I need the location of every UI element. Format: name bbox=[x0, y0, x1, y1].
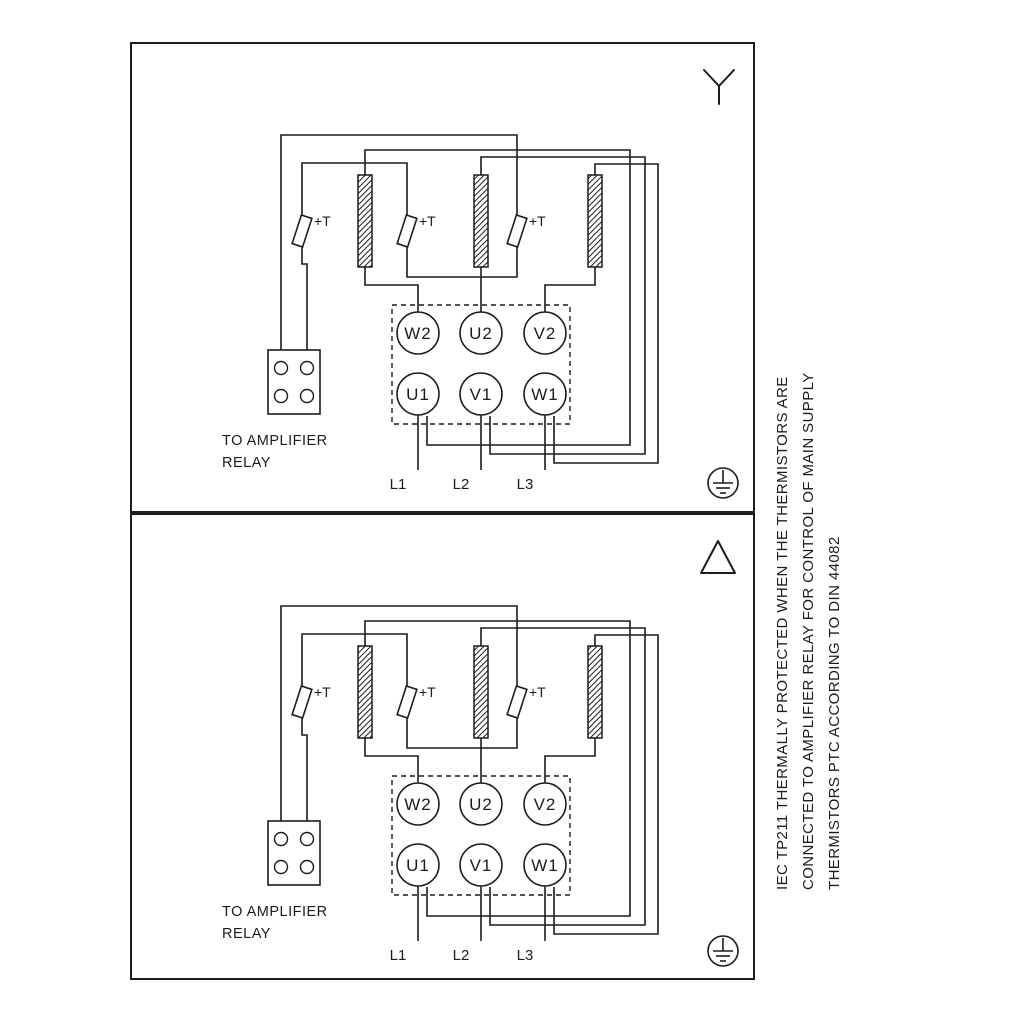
thermistor-symbol-1: +T bbox=[291, 207, 331, 255]
star-connection-icon bbox=[703, 69, 735, 105]
terminal-label-v1: V1 bbox=[470, 856, 493, 875]
terminal-u2 bbox=[459, 782, 503, 826]
thermistor-symbol-2: +T bbox=[396, 678, 436, 726]
motor-winding-3 bbox=[587, 174, 603, 268]
terminal-label-u2: U2 bbox=[469, 324, 493, 343]
delta-panel-diagram: +T +T +T TO bbox=[130, 513, 755, 980]
motor-winding-3 bbox=[587, 645, 603, 739]
terminal-block-outline bbox=[391, 775, 571, 896]
star-panel-diagram: +T +T +T TO bbox=[130, 42, 755, 513]
terminal-block bbox=[396, 782, 567, 887]
delta-connection-icon bbox=[700, 540, 736, 574]
terminal-block-outline bbox=[391, 304, 571, 425]
terminal-w2 bbox=[396, 311, 440, 355]
motor-winding-1 bbox=[357, 174, 373, 268]
relay-connector bbox=[267, 820, 321, 886]
relay-connector bbox=[267, 349, 321, 415]
note-line-3: THERMISTORS PTC ACCORDING TO DIN 44082 bbox=[826, 536, 843, 890]
earth-ground-icon bbox=[707, 935, 739, 967]
wiring bbox=[280, 134, 659, 470]
motor-windings bbox=[357, 174, 603, 268]
motor-winding-1 bbox=[357, 645, 373, 739]
note-line-2: CONNECTED TO AMPLIFIER RELAY FOR CONTROL… bbox=[800, 372, 817, 890]
thermistor-symbol-3: +T bbox=[506, 207, 546, 255]
phase-label-l2: L2 bbox=[453, 947, 470, 964]
terminal-v2 bbox=[523, 782, 567, 826]
terminal-v2 bbox=[523, 311, 567, 355]
thermistor-label: +T bbox=[314, 684, 331, 700]
terminal-label-w2: W2 bbox=[404, 324, 432, 343]
terminal-u1 bbox=[396, 372, 440, 416]
terminal-label-u1: U1 bbox=[406, 385, 430, 404]
motor-winding-2 bbox=[473, 645, 489, 739]
terminal-label-v1: V1 bbox=[470, 385, 493, 404]
phase-label-l2: L2 bbox=[453, 476, 470, 493]
thermistor-label: +T bbox=[529, 213, 546, 229]
terminal-v1 bbox=[459, 372, 503, 416]
star-connection-panel: +T +T +T TO bbox=[130, 42, 755, 518]
relay-caption-line2: RELAY bbox=[222, 926, 271, 942]
thermistors: +T +T +T bbox=[291, 678, 546, 726]
terminal-label-w1: W1 bbox=[531, 385, 559, 404]
terminal-label-u2: U2 bbox=[469, 795, 493, 814]
relay-caption-line1: TO AMPLIFIER bbox=[222, 433, 328, 449]
side-note: IEC TP211 THERMALLY PROTECTED WHEN THE T… bbox=[770, 370, 850, 890]
thermistor-label: +T bbox=[529, 684, 546, 700]
earth-ground-icon bbox=[707, 467, 739, 499]
terminal-label-w2: W2 bbox=[404, 795, 432, 814]
panel-border bbox=[130, 42, 755, 513]
phase-label-l3: L3 bbox=[517, 947, 534, 964]
motor-windings bbox=[357, 645, 603, 739]
thermistor-symbol-1: +T bbox=[291, 678, 331, 726]
terminal-u2 bbox=[459, 311, 503, 355]
phase-labels: L1 L2 L3 bbox=[390, 947, 534, 964]
terminal-label-u1: U1 bbox=[406, 856, 430, 875]
terminal-w1 bbox=[523, 372, 567, 416]
terminal-w1 bbox=[523, 843, 567, 887]
note-line-1: IEC TP211 THERMALLY PROTECTED WHEN THE T… bbox=[774, 376, 791, 890]
terminal-label-v2: V2 bbox=[534, 795, 557, 814]
thermistor-symbol-2: +T bbox=[396, 207, 436, 255]
terminal-v1 bbox=[459, 843, 503, 887]
panel-border bbox=[130, 513, 755, 980]
wiring bbox=[280, 605, 659, 941]
phase-label-l1: L1 bbox=[390, 476, 407, 493]
terminal-label-v2: V2 bbox=[534, 324, 557, 343]
phase-labels: L1 L2 L3 bbox=[390, 476, 534, 493]
terminal-u1 bbox=[396, 843, 440, 887]
relay-caption-line2: RELAY bbox=[222, 455, 271, 471]
thermistor-label: +T bbox=[314, 213, 331, 229]
terminal-w2 bbox=[396, 782, 440, 826]
relay-caption-line1: TO AMPLIFIER bbox=[222, 904, 328, 920]
terminal-block bbox=[396, 311, 567, 416]
thermistor-label: +T bbox=[419, 684, 436, 700]
motor-winding-2 bbox=[473, 174, 489, 268]
thermistor-symbol-3: +T bbox=[506, 678, 546, 726]
phase-label-l3: L3 bbox=[517, 476, 534, 493]
terminal-labels: W2 U2 V2 U1 V1 W1 bbox=[404, 324, 559, 404]
thermistor-label: +T bbox=[419, 213, 436, 229]
phase-label-l1: L1 bbox=[390, 947, 407, 964]
terminal-labels: W2 U2 V2 U1 V1 W1 bbox=[404, 795, 559, 875]
thermistors: +T +T +T bbox=[291, 207, 546, 255]
terminal-label-w1: W1 bbox=[531, 856, 559, 875]
delta-connection-panel: +T +T +T TO bbox=[130, 513, 755, 985]
